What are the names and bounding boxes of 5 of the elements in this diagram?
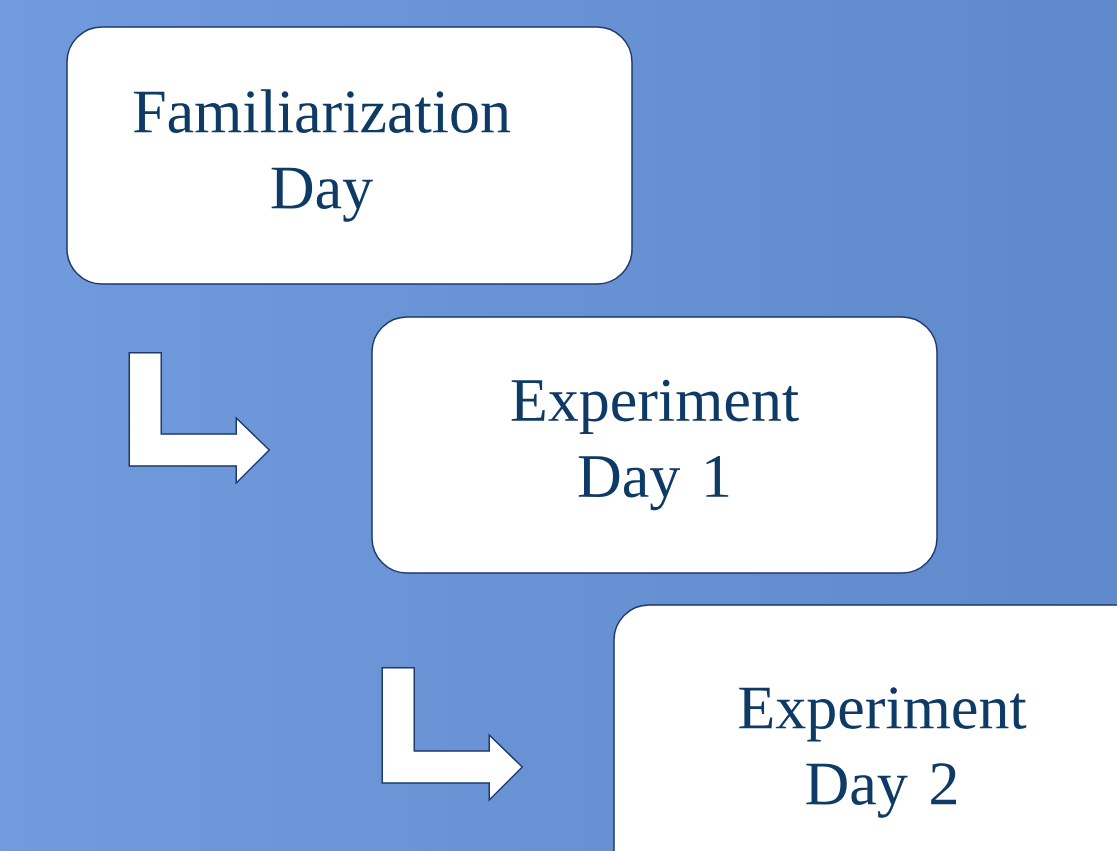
process-box: Experiment Day 1 <box>371 316 938 574</box>
bent-arrow <box>128 352 271 485</box>
process-box: Experiment Day 2 <box>613 604 1117 851</box>
process-box: Familiarization Day <box>66 26 633 285</box>
bent-arrow <box>381 667 524 802</box>
